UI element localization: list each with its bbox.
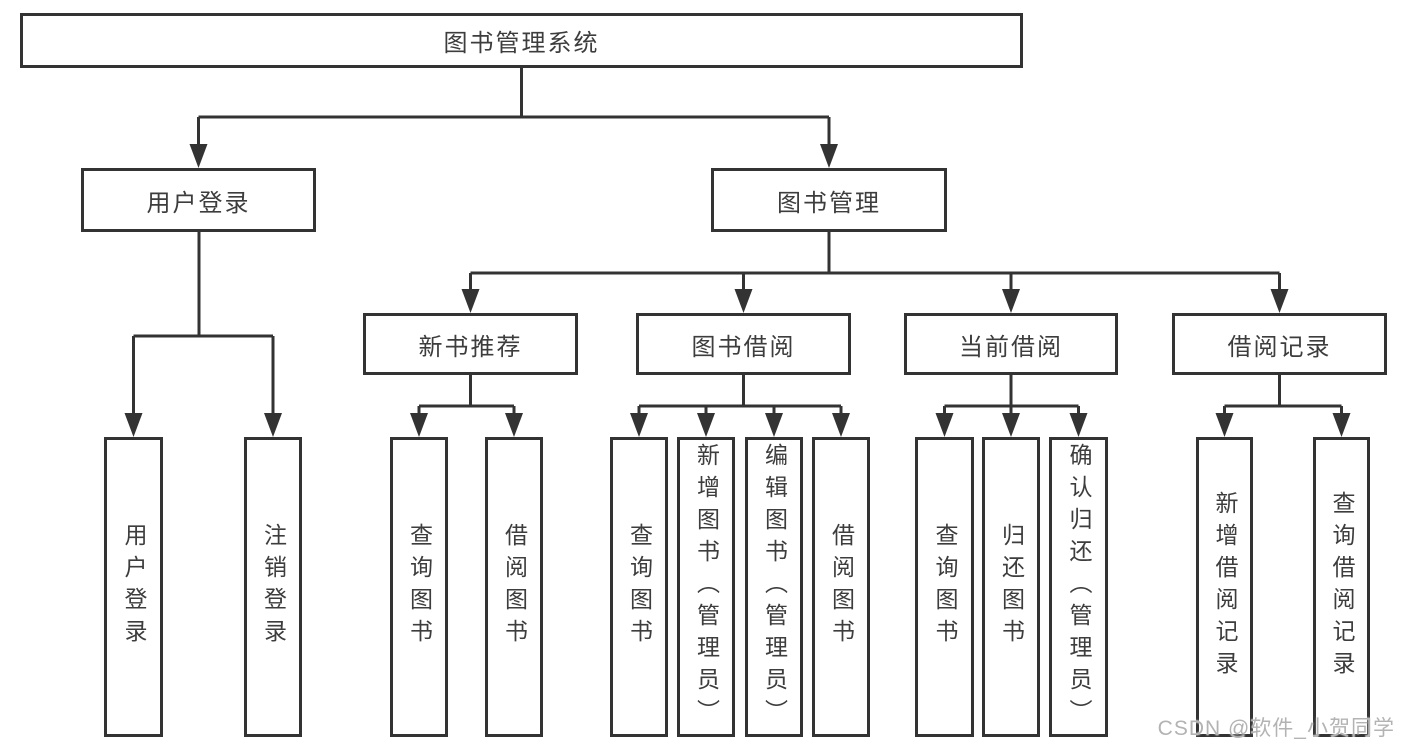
connector-path xyxy=(132,68,1343,416)
node-logout-action: 注销登录 xyxy=(244,437,302,737)
node-label: 图书管理系统 xyxy=(443,30,600,57)
node-edit-books-admin: 编辑图书（管理员） xyxy=(745,437,803,737)
node-user-login: 用户登录 xyxy=(81,168,316,232)
node-label: 用户登录 xyxy=(146,189,251,217)
node-confirm-return-admin: 确认归还（管理员） xyxy=(1049,437,1108,737)
node-label: 新增图书（管理员） xyxy=(693,443,720,731)
node-label: 查询借阅记录 xyxy=(1329,491,1355,683)
node-add-books-admin: 新增图书（管理员） xyxy=(677,437,735,737)
node-label: 借阅图书 xyxy=(828,523,855,651)
node-label: 新增借阅记录 xyxy=(1212,491,1238,683)
node-query-books-current: 查询图书 xyxy=(915,437,974,737)
node-label: 归还图书 xyxy=(998,523,1025,651)
node-label: 用户登录 xyxy=(121,523,147,651)
node-borrowing-records: 借阅记录 xyxy=(1172,313,1387,375)
node-book-borrowing: 图书借阅 xyxy=(636,313,851,375)
node-label: 查询图书 xyxy=(406,523,433,651)
node-book-management: 图书管理 xyxy=(711,168,947,232)
node-label: 编辑图书（管理员） xyxy=(761,443,788,731)
arrowheads xyxy=(124,144,1351,437)
node-label: 图书管理 xyxy=(777,189,881,217)
node-label: 查询图书 xyxy=(932,523,958,651)
node-label: 借阅记录 xyxy=(1227,333,1332,361)
node-label: 图书借阅 xyxy=(691,333,796,361)
node-return-books: 归还图书 xyxy=(982,437,1040,737)
node-label: 新书推荐 xyxy=(418,333,523,361)
node-query-books-recommend: 查询图书 xyxy=(390,437,448,737)
node-user-login-action: 用户登录 xyxy=(104,437,163,737)
watermark: CSDN @软件_小贺同学 xyxy=(1157,717,1395,740)
node-borrow-books-borrowing: 借阅图书 xyxy=(812,437,870,737)
node-label: 注销登录 xyxy=(260,523,287,651)
node-label: 借阅图书 xyxy=(501,523,528,651)
node-label: 当前借阅 xyxy=(959,333,1063,361)
node-borrow-books-recommend: 借阅图书 xyxy=(485,437,543,737)
node-library-system: 图书管理系统 xyxy=(20,13,1023,68)
node-current-borrowing: 当前借阅 xyxy=(904,313,1118,375)
node-new-book-recommend: 新书推荐 xyxy=(363,313,578,375)
node-query-borrow-record: 查询借阅记录 xyxy=(1313,437,1370,737)
node-label: 查询图书 xyxy=(626,523,653,651)
node-add-borrow-record: 新增借阅记录 xyxy=(1196,437,1253,737)
node-query-books-borrowing: 查询图书 xyxy=(610,437,668,737)
node-label: 确认归还（管理员） xyxy=(1066,443,1092,731)
